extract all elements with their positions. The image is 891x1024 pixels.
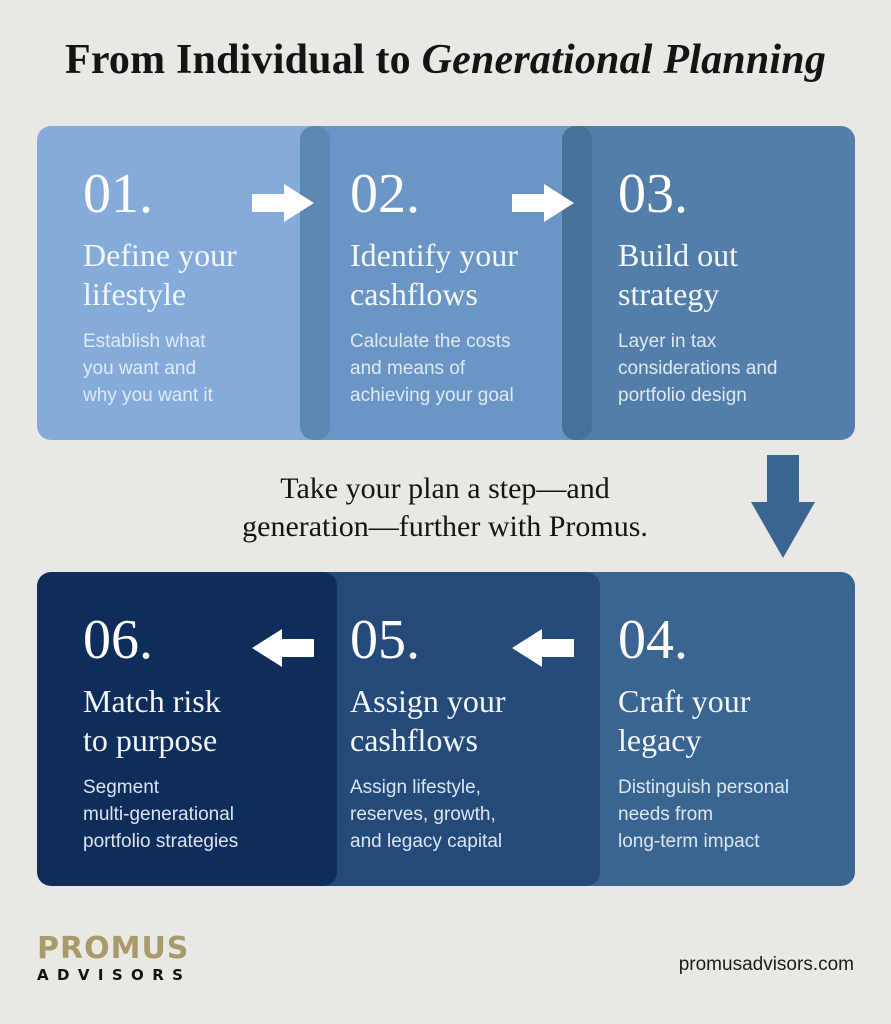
step-description-line: Layer in tax <box>618 331 717 352</box>
step-description-line: Distinguish personal <box>618 777 790 798</box>
step-title-line: Match risk <box>83 683 221 719</box>
arrow-left-icon <box>512 629 574 667</box>
step-title-line: Craft your <box>618 683 751 719</box>
cta-line: Take your plan a step—and <box>280 472 610 505</box>
top-row-steps: 01. Define your lifestyle Establish what… <box>37 126 855 440</box>
arrow-down-icon <box>751 455 815 558</box>
step-description: Establish what you want and why you want… <box>83 328 313 409</box>
step-title-line: strategy <box>618 276 720 312</box>
step-description-line: long-term impact <box>618 831 760 852</box>
website-link[interactable]: promusadvisors.com <box>678 954 854 975</box>
step-description: Assign lifestyle, reserves, growth, and … <box>350 774 580 855</box>
step-description: Calculate the costs and means of achievi… <box>350 328 580 409</box>
step-description-line: multi-generational <box>83 804 235 825</box>
step-description-line: Establish what <box>83 331 206 352</box>
step-title-line: Build out <box>618 237 739 273</box>
step-title-line: lifestyle <box>83 276 187 312</box>
step-title-line: legacy <box>618 722 702 758</box>
logo-wordmark-top: PROMUS <box>37 931 190 966</box>
step-number: 04. <box>618 609 688 671</box>
cta-text: Take your plan a step—and generation—fur… <box>170 470 720 546</box>
step-title: Match risk to purpose <box>83 682 313 760</box>
step-description-line: achieving your goal <box>350 385 514 406</box>
step-title-line: cashflows <box>350 722 478 758</box>
step-card-05: 05. Assign your cashflows Assign lifesty… <box>300 572 600 886</box>
card-edge-strip <box>562 126 592 440</box>
step-title-line: Identify your <box>350 237 518 273</box>
step-title-line: Define your <box>83 237 237 273</box>
step-description-line: and means of <box>350 358 466 379</box>
step-description: Segment multi-generational portfolio str… <box>83 774 313 855</box>
arrow-right-icon <box>512 184 574 222</box>
step-number: 01. <box>83 163 153 225</box>
step-title: Define your lifestyle <box>83 236 313 314</box>
step-description-line: considerations and <box>618 358 778 379</box>
step-title-line: cashflows <box>350 276 478 312</box>
step-card-03: 03. Build out strategy Layer in tax cons… <box>562 126 855 440</box>
step-description-line: you want and <box>83 358 197 379</box>
step-description-line: needs from <box>618 804 714 825</box>
step-title: Build out strategy <box>618 236 848 314</box>
title-plain: From Individual to <box>64 37 422 83</box>
arrow-left-icon <box>252 629 314 667</box>
step-number: 02. <box>350 163 420 225</box>
title-italic: Generational Planning <box>421 37 827 83</box>
step-description-line: portfolio design <box>618 385 747 406</box>
cta-line: generation—further with Promus. <box>242 510 648 543</box>
step-description-line: reserves, growth, <box>350 804 496 825</box>
step-card-02: 02. Identify your cashflows Calculate th… <box>300 126 600 440</box>
logo-wordmark-bottom: ADVISORS <box>37 966 192 984</box>
step-description-line: portfolio strategies <box>83 831 239 852</box>
step-description-line: and legacy capital <box>350 831 503 852</box>
step-card-06: 06. Match risk to purpose Segment multi-… <box>37 572 337 886</box>
step-title-line: Assign your <box>350 683 506 719</box>
step-description: Distinguish personal needs from long-ter… <box>618 774 848 855</box>
step-description-line: Assign lifestyle, <box>350 777 481 798</box>
step-card-04: 04. Craft your legacy Distinguish person… <box>562 572 855 886</box>
step-title: Assign your cashflows <box>350 682 580 760</box>
promus-logo: PROMUS ADVISORS <box>37 931 192 985</box>
step-number: 03. <box>618 163 688 225</box>
step-number: 06. <box>83 609 153 671</box>
card-edge-strip <box>300 126 330 440</box>
bottom-row-steps: 04. Craft your legacy Distinguish person… <box>37 572 855 886</box>
step-card-01: 01. Define your lifestyle Establish what… <box>37 126 337 440</box>
page-title: From Individual to Generational Planning <box>0 36 891 84</box>
step-title: Identify your cashflows <box>350 236 580 314</box>
step-description-line: Segment <box>83 777 160 798</box>
step-description: Layer in tax considerations and portfoli… <box>618 328 848 409</box>
step-title-line: to purpose <box>83 722 218 758</box>
step-title: Craft your legacy <box>618 682 848 760</box>
step-number: 05. <box>350 609 420 671</box>
step-description-line: why you want it <box>83 385 213 406</box>
step-description-line: Calculate the costs <box>350 331 511 352</box>
arrow-right-icon <box>252 184 314 222</box>
